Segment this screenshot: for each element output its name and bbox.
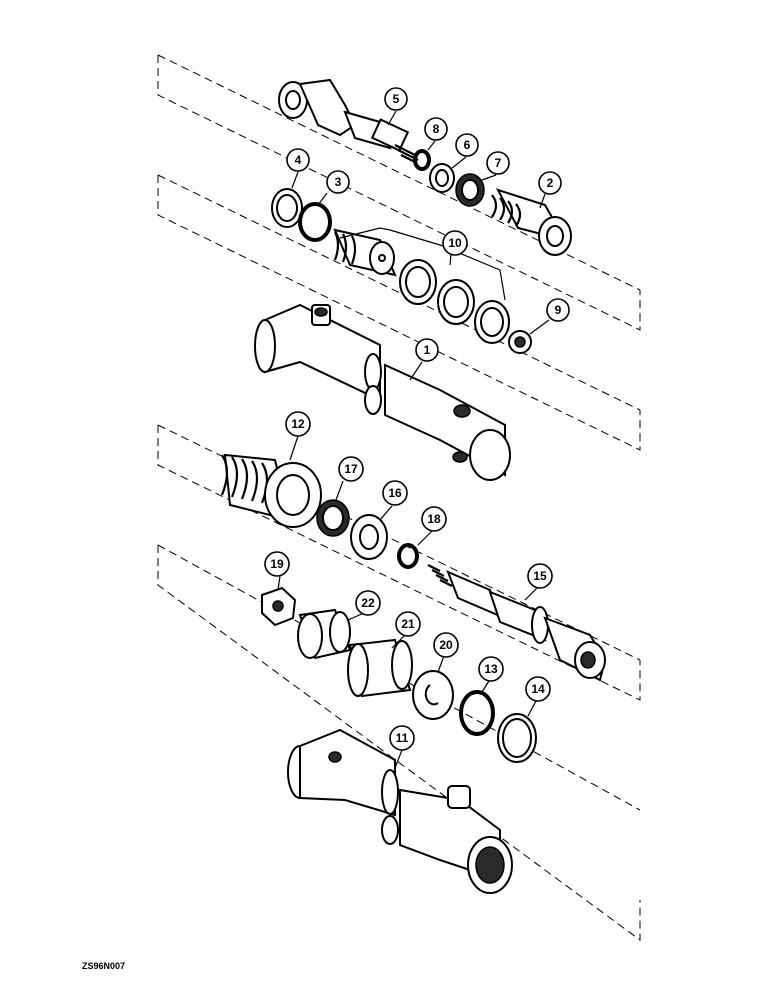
callout-6-label: 6	[464, 138, 471, 152]
callout-6: 6	[455, 133, 479, 157]
part-14-backup-ring	[497, 713, 537, 763]
part-11-valve-body	[287, 728, 513, 894]
callout-19: 19	[264, 551, 290, 577]
callout-18: 18	[421, 506, 447, 532]
callout-11-label: 11	[396, 731, 409, 745]
callout-8: 8	[424, 117, 448, 141]
callout-7-label: 7	[495, 156, 502, 170]
callout-13: 13	[478, 656, 504, 682]
callout-15: 15	[527, 563, 553, 589]
callout-17: 17	[338, 456, 364, 482]
callout-3: 3	[326, 170, 350, 194]
callout-4: 4	[286, 148, 310, 172]
callout-20: 20	[433, 632, 459, 658]
part-5-spool	[278, 78, 419, 164]
callout-11: 11	[389, 725, 415, 751]
part-17-seal	[316, 499, 350, 537]
callout-5-label: 5	[393, 92, 400, 106]
callout-10: 10	[442, 230, 468, 256]
callout-1: 1	[415, 338, 439, 362]
callout-4-label: 4	[295, 153, 302, 167]
part-20-retainer	[412, 670, 454, 720]
callout-18-label: 18	[427, 512, 441, 526]
part-15-spool	[427, 564, 607, 682]
part-21-sleeve	[347, 638, 413, 698]
callout-20-label: 20	[439, 638, 453, 652]
callout-14: 14	[525, 676, 551, 702]
callout-9-label: 9	[555, 303, 562, 317]
callout-5: 5	[384, 87, 408, 111]
part-6-washer	[429, 163, 455, 193]
part-3-o-ring	[298, 202, 332, 242]
callout-8-label: 8	[433, 122, 440, 136]
part-18-o-ring	[397, 543, 419, 569]
callout-22: 22	[355, 590, 381, 616]
callout-14-label: 14	[531, 682, 545, 696]
part-8-o-ring	[413, 149, 431, 171]
part-10-spool-and-rings	[333, 227, 510, 344]
callout-17-label: 17	[344, 462, 358, 476]
callout-2-label: 2	[547, 176, 554, 190]
callout-7: 7	[486, 151, 510, 175]
callout-16-label: 16	[388, 486, 402, 500]
part-1-valve-body	[254, 303, 511, 481]
callout-12: 12	[285, 411, 311, 437]
part-9-nut	[508, 330, 532, 354]
callout-10-label: 10	[448, 236, 462, 250]
part-2-threaded-plug	[491, 188, 572, 256]
callout-12-label: 12	[291, 417, 305, 431]
callout-21: 21	[395, 611, 421, 637]
callout-21-label: 21	[401, 617, 415, 631]
part-4-backup-ring	[271, 188, 303, 228]
part-7-seal	[455, 173, 485, 207]
callout-3-label: 3	[335, 175, 342, 189]
part-16-washer	[350, 514, 388, 560]
callout-1-label: 1	[424, 343, 431, 357]
figure-reference-code: ZS96N007	[82, 961, 125, 971]
part-22-piston	[297, 608, 352, 660]
callout-13-label: 13	[484, 662, 498, 676]
callout-16: 16	[382, 480, 408, 506]
part-12-threaded-plug	[220, 453, 322, 528]
part-13-o-ring	[459, 690, 495, 736]
callout-15-label: 15	[533, 569, 547, 583]
callout-9: 9	[546, 298, 570, 322]
callout-19-label: 19	[270, 557, 284, 571]
callout-2: 2	[538, 171, 562, 195]
part-19-nut	[261, 586, 297, 627]
callout-22-label: 22	[361, 596, 375, 610]
